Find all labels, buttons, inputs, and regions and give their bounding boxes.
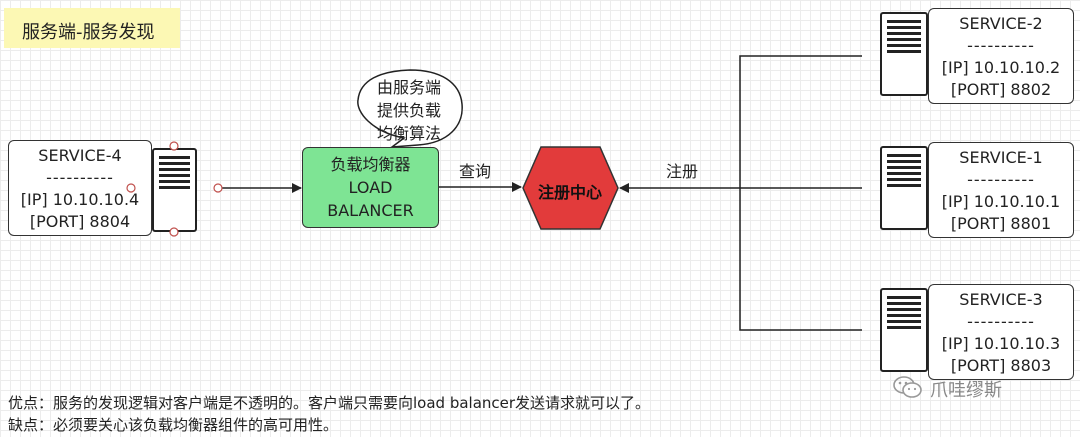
lb-label-3: BALANCER bbox=[327, 201, 414, 220]
lb-label-1: 负载均衡器 bbox=[330, 155, 411, 174]
edge-label-register: 注册 bbox=[666, 162, 699, 181]
server-icon bbox=[880, 12, 928, 96]
server-icon bbox=[880, 288, 928, 372]
service-ip: [IP] 10.10.10.4 bbox=[20, 190, 140, 209]
speech-bubble bbox=[357, 69, 463, 148]
service-port: [PORT] 8803 bbox=[950, 356, 1052, 375]
edge-service3-branch bbox=[739, 188, 862, 331]
service-card-4: SERVICE-4 ---------- [IP] 10.10.10.4 [PO… bbox=[8, 140, 152, 236]
wechat-icon bbox=[893, 376, 922, 398]
lb-label-2: LOAD bbox=[348, 178, 393, 197]
footer-cons: 缺点：必须要关心该负载均衡器组件的高可用性。 bbox=[8, 416, 339, 434]
bubble-line-2: 提供负载 bbox=[376, 101, 441, 120]
registry-hexagon bbox=[522, 146, 619, 230]
service-port: [PORT] 8802 bbox=[950, 80, 1052, 99]
service-name: SERVICE-4 bbox=[38, 146, 122, 165]
service-name: SERVICE-3 bbox=[959, 290, 1043, 309]
service-card-1: SERVICE-1 ---------- [IP] 10.10.10.1 [PO… bbox=[928, 142, 1074, 238]
service-separator: ---------- bbox=[967, 36, 1035, 55]
service-separator: ---------- bbox=[967, 312, 1035, 331]
service-port: [PORT] 8801 bbox=[950, 214, 1052, 233]
bubble-text: 由服务端 提供负载 均衡算法 bbox=[366, 76, 452, 145]
server-icon bbox=[152, 148, 197, 232]
registry-label: 注册中心 bbox=[537, 183, 602, 202]
service-ip: [IP] 10.10.10.2 bbox=[941, 58, 1061, 77]
service-card-2: SERVICE-2 ---------- [IP] 10.10.10.2 [PO… bbox=[928, 8, 1074, 104]
service-card-3: SERVICE-3 ---------- [IP] 10.10.10.3 [PO… bbox=[928, 284, 1074, 380]
service-name: SERVICE-2 bbox=[959, 14, 1043, 33]
service-port: [PORT] 8804 bbox=[29, 212, 131, 231]
title-note bbox=[4, 8, 180, 48]
service-separator: ---------- bbox=[46, 168, 114, 187]
edge-label-query: 查询 bbox=[459, 162, 492, 181]
service-name: SERVICE-1 bbox=[959, 148, 1043, 167]
footer-pros: 优点：服务的发现逻辑对客户端是不透明的。客户端只需要向load balancer… bbox=[8, 394, 651, 412]
bubble-line-3: 均衡算法 bbox=[376, 124, 441, 143]
service-ip: [IP] 10.10.10.1 bbox=[941, 192, 1061, 211]
edge-start-dot bbox=[213, 183, 223, 193]
service-separator: ---------- bbox=[967, 170, 1035, 189]
load-balancer-box: 负载均衡器 LOAD BALANCER bbox=[302, 147, 439, 228]
watermark-text: 爪哇缪斯 bbox=[930, 380, 1002, 401]
bubble-line-1: 由服务端 bbox=[376, 78, 441, 97]
server-icon bbox=[880, 146, 928, 230]
service-ip: [IP] 10.10.10.3 bbox=[941, 334, 1061, 353]
edge-service2-branch bbox=[739, 55, 862, 188]
page-title: 服务端-服务发现 bbox=[22, 22, 155, 43]
